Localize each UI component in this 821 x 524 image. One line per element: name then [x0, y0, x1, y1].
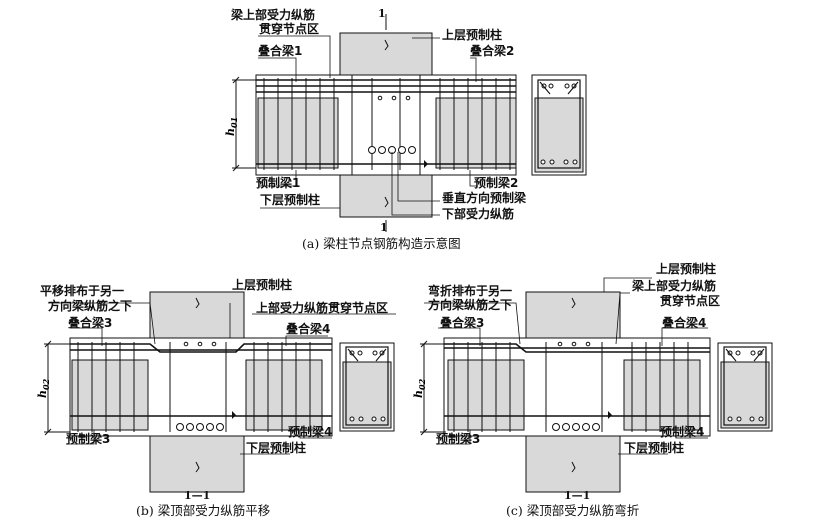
caption-a: (a) 梁柱节点钢筋构造示意图 — [302, 236, 461, 251]
label-composite-beam-3-c: 叠合梁3 — [440, 316, 485, 330]
label-through-bars-c-2: 贯穿节点区 — [660, 294, 721, 308]
label-through-bars-c-1: 梁上部受力纵筋 — [632, 279, 717, 293]
height-label-a: h01 — [224, 116, 240, 136]
label-through-bars-a-1: 梁上部受力纵筋 — [231, 8, 316, 22]
label-precast-beam-1: 预制梁1 — [256, 176, 301, 190]
panel-b-drawing — [44, 291, 396, 493]
label-shift-note-2: 方向梁纵筋之下 — [48, 299, 133, 313]
label-upper-column-c: 上层预制柱 — [656, 262, 717, 276]
label-shift-note-1: 平移排布于另一 — [40, 284, 125, 298]
label-precast-beam-3-b: 预制梁3 — [66, 432, 111, 446]
label-lower-column-c: 下层预制柱 — [624, 441, 685, 455]
label-upper-column-b: 上层预制柱 — [232, 278, 293, 292]
label-through-bars-b: 上部受力纵筋贯穿节点区 — [256, 301, 389, 315]
label-precast-beam-4-b: 预制梁4 — [288, 425, 333, 439]
section-b — [339, 342, 395, 432]
section-mark-bottom: 1 — [380, 221, 388, 234]
label-upper-column-a: 上层预制柱 — [442, 28, 503, 42]
caption-c: (c) 梁顶部受力纵筋弯折 — [506, 503, 640, 518]
label-perp-beam-1: 垂直方向预制梁 — [442, 191, 527, 205]
panel-c-drawing — [420, 277, 773, 493]
section-mark-top: 1 — [378, 7, 386, 20]
label-bend-note-1: 弯折排布于另一 — [428, 284, 513, 298]
label-composite-beam-2: 叠合梁2 — [470, 44, 515, 58]
section-c — [717, 342, 773, 432]
caption-b: (b) 梁顶部受力纵筋平移 — [136, 503, 271, 518]
label-precast-beam-3-c: 预制梁3 — [436, 432, 481, 446]
section-label-b: 1—1 — [184, 489, 211, 502]
label-composite-beam-4-c: 叠合梁4 — [662, 316, 707, 330]
label-lower-column-a: 下层预制柱 — [260, 193, 321, 207]
label-lower-column-b: 下层预制柱 — [246, 441, 307, 455]
section-label-c: 1—1 — [564, 489, 591, 502]
label-composite-beam-1: 叠合梁1 — [258, 44, 303, 58]
height-label-c: h02 — [412, 378, 428, 398]
panel-a-drawing — [232, 14, 587, 232]
label-precast-beam-2: 预制梁2 — [474, 176, 519, 190]
label-composite-beam-4-b: 叠合梁4 — [286, 322, 331, 336]
label-composite-beam-3-b: 叠合梁3 — [68, 316, 113, 330]
label-through-bars-a-2: 贯穿节点区 — [259, 22, 320, 36]
label-perp-beam-2: 下部受力纵筋 — [442, 207, 515, 221]
height-label-b: h02 — [36, 378, 52, 398]
label-precast-beam-4-c: 预制梁4 — [660, 425, 705, 439]
label-bend-note-2: 方向梁纵筋之下 — [428, 298, 513, 312]
section-a — [531, 74, 587, 176]
